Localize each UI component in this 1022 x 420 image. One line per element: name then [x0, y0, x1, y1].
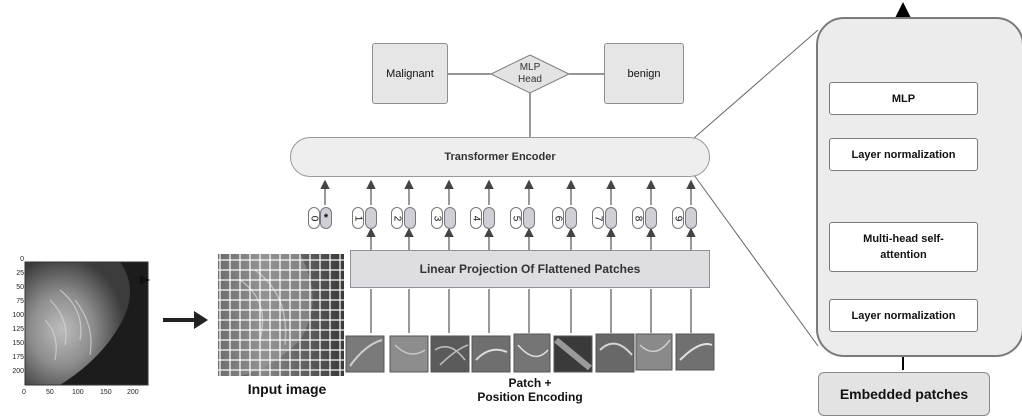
x-tick: 50: [46, 389, 54, 396]
mlp-head-diamond: [489, 54, 571, 94]
patch-embedding-7: [605, 207, 617, 229]
transformer-encoder: Transformer Encoder: [290, 137, 710, 177]
x-tick: 0: [22, 389, 26, 396]
token-position-0: 0: [308, 207, 320, 229]
token-position-6: 6: [552, 207, 564, 229]
token-number: 1: [352, 215, 364, 221]
y-tick: 200: [12, 368, 24, 375]
input-arrow: [163, 311, 208, 329]
plot-y-ticks: 0 25 50 75 100 125 150 175 200: [2, 256, 24, 382]
patch-embedding-9: [685, 207, 697, 229]
y-tick: 175: [12, 354, 24, 361]
embedded-patches-box: Embedded patches: [818, 372, 990, 416]
y-tick: 75: [16, 298, 24, 305]
patch-embedding-4: [483, 207, 495, 229]
patch-to-projection-lines: [370, 289, 692, 333]
y-tick: 0: [20, 256, 24, 263]
mlp-head-label: MLP Head: [505, 58, 555, 90]
patch-embedding-8: [645, 207, 657, 229]
malignant-box: Malignant: [372, 43, 448, 104]
linear-projection-box: Linear Projection Of Flattened Patches: [350, 250, 710, 288]
y-tick: 50: [16, 284, 24, 291]
token-number: 7: [592, 215, 604, 221]
token-position-4: 4: [470, 207, 482, 229]
class-token-embedding: *: [320, 207, 332, 229]
projection-to-token-arrows: [366, 227, 696, 250]
token-position-2: 2: [391, 207, 403, 229]
token-number: 4: [470, 215, 482, 221]
mammogram-plot: [24, 261, 150, 386]
plot-x-ticks: 0 50 100 150 200: [22, 389, 152, 399]
x-tick: 100: [72, 389, 84, 396]
head-connectors: [448, 73, 604, 137]
patch-embedding-1: [365, 207, 377, 229]
y-tick: 100: [12, 312, 24, 319]
token-to-encoder-arrows: [320, 179, 696, 205]
token-position-1: 1: [352, 207, 364, 229]
y-tick: 125: [12, 326, 24, 333]
token-position-5: 5: [510, 207, 522, 229]
token-number: 9: [672, 215, 684, 221]
benign-box: benign: [604, 43, 684, 104]
y-tick: 150: [12, 340, 24, 347]
patch-embedding-3: [444, 207, 456, 229]
token-number: 2: [391, 215, 403, 221]
token-number: 8: [632, 215, 644, 221]
token-number: 0: [308, 215, 320, 221]
x-tick: 200: [127, 389, 139, 396]
token-number: 6: [552, 215, 564, 221]
token-position-8: 8: [632, 207, 644, 229]
token-number: 5: [510, 215, 522, 221]
x-tick: 150: [100, 389, 112, 396]
block-mlp: MLP: [829, 82, 978, 115]
block-multi-head-attention: Multi-head self- attention: [829, 222, 978, 272]
block-layer-norm-bottom: Layer normalization: [829, 299, 978, 332]
block-layer-norm-top: Layer normalization: [829, 138, 978, 171]
patch-embedding-2: [404, 207, 416, 229]
input-image-caption: Input image: [247, 381, 327, 397]
token-position-3: 3: [431, 207, 443, 229]
patch-embedding-6: [565, 207, 577, 229]
token-position-9: 9: [672, 207, 684, 229]
mlp-head-text: MLP Head: [518, 62, 542, 85]
y-tick: 25: [16, 270, 24, 277]
token-position-7: 7: [592, 207, 604, 229]
token-number: 3: [431, 215, 443, 221]
patch-thumbnails: [345, 333, 715, 373]
input-image-grid: [218, 254, 344, 376]
zoom-lines: [693, 29, 819, 347]
patch-embedding-5: [523, 207, 535, 229]
patch-position-caption: Patch + Position Encoding: [477, 376, 583, 404]
class-token-star: *: [323, 212, 329, 224]
